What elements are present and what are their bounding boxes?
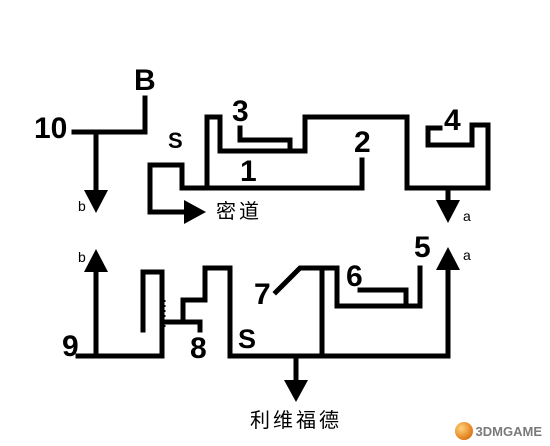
path-1-2-3 [179, 157, 365, 191]
label-secret-passage: 密道 [216, 199, 262, 223]
path-6-inner [357, 287, 409, 309]
path-9 [75, 269, 165, 359]
label-7: 7 [254, 278, 271, 311]
label-5: 5 [414, 231, 431, 264]
path-s-bottom-main [251, 262, 451, 359]
site-watermark: 3DMGAME [454, 422, 542, 440]
label-b-arrow-bottom: b [78, 249, 86, 265]
label-2: 2 [354, 126, 371, 159]
label-s-bottom: S [238, 324, 257, 354]
arrow-a-up-head [436, 247, 460, 270]
label-s-top: S [168, 128, 183, 153]
path-s-to-secret-passage [147, 162, 193, 215]
label-3: 3 [232, 95, 249, 128]
arrow-b-down-head [84, 190, 108, 213]
path-3-loop [204, 114, 451, 208]
path-8 [159, 319, 203, 333]
watermark-text: 3DMGAME [475, 423, 542, 439]
arrow-destination-head [284, 380, 308, 402]
arrow-secret-passage-head [184, 200, 206, 224]
label-a-arrow-bottom: a [463, 247, 471, 263]
path-4-loop [425, 122, 491, 191]
path-6-5 [319, 265, 423, 309]
arrow-b-up-head [84, 249, 108, 272]
label-8: 8 [190, 332, 207, 365]
label-b-point: B [134, 64, 156, 97]
path-8-wall [180, 265, 257, 359]
label-b-arrow-top: b [78, 198, 86, 214]
label-a-arrow-top: a [463, 208, 471, 224]
label-9: 9 [62, 330, 79, 363]
label-6: 6 [346, 260, 363, 293]
path-7 [272, 265, 325, 359]
label-1: 1 [240, 155, 257, 188]
path-b-to-10 [93, 95, 148, 198]
path-3-inner [237, 125, 293, 154]
label-10: 10 [34, 112, 68, 145]
label-destination: 利维福德 [250, 408, 342, 432]
arrow-a-down-head [436, 200, 460, 223]
3dm-logo-icon [454, 422, 473, 440]
label-4: 4 [444, 104, 461, 137]
